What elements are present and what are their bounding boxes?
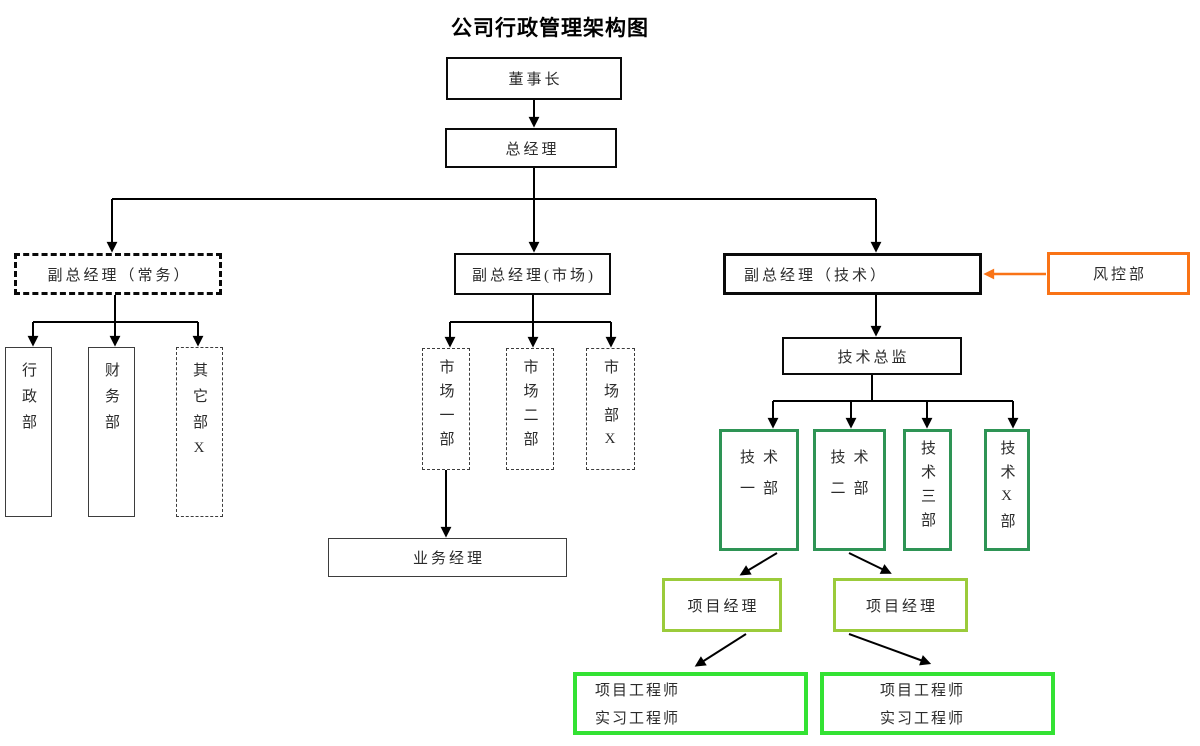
tech-dept-2-line1: 技术: [830, 450, 877, 466]
node-market-dept-x: 市场部X: [586, 348, 635, 470]
node-vp-market: 副总经理(市场): [454, 253, 611, 295]
node-business-manager: 业务经理: [328, 538, 567, 577]
node-finance-dept: 财务部: [88, 347, 135, 517]
engineers-1-line2: 实习工程师: [595, 711, 681, 727]
node-market-dept-2: 市场二部: [506, 348, 554, 470]
node-risk-control: 风控部: [1047, 252, 1190, 295]
tech-dept-2-line2: 二部: [830, 481, 877, 497]
node-vp-executive: 副总经理（常务）: [14, 253, 222, 295]
tech-dept-1-line1: 技术: [739, 450, 786, 466]
node-project-manager-1: 项目经理: [662, 578, 782, 632]
node-tech-dept-3: 技术三部: [903, 429, 952, 551]
node-tech-dept-1: 技术 一部: [719, 429, 799, 551]
node-engineers-2: 项目工程师 实习工程师: [820, 672, 1055, 735]
node-project-manager-2: 项目经理: [833, 578, 968, 632]
node-other-dept: 其它部X: [176, 347, 223, 517]
node-general-manager: 总经理: [445, 128, 617, 168]
tree-connectors: [27, 100, 1019, 667]
node-admin-dept: 行政部: [5, 347, 52, 517]
node-tech-dept-2: 技术 二部: [813, 429, 886, 551]
diagram-title: 公司行政管理架构图: [451, 17, 649, 40]
node-engineers-1: 项目工程师 实习工程师: [573, 672, 808, 735]
node-vp-tech: 副总经理（技术）: [723, 253, 982, 295]
node-market-dept-1: 市场一部: [422, 348, 470, 470]
engineers-1-line1: 项目工程师: [595, 683, 681, 699]
engineers-2-line1: 项目工程师: [880, 683, 966, 699]
tech-dept-1-line2: 一部: [739, 481, 786, 497]
node-chairman: 董事长: [446, 57, 622, 100]
node-tech-director: 技术总监: [782, 337, 962, 375]
node-tech-dept-x: 技术X部: [984, 429, 1030, 551]
engineers-2-line2: 实习工程师: [880, 711, 966, 727]
